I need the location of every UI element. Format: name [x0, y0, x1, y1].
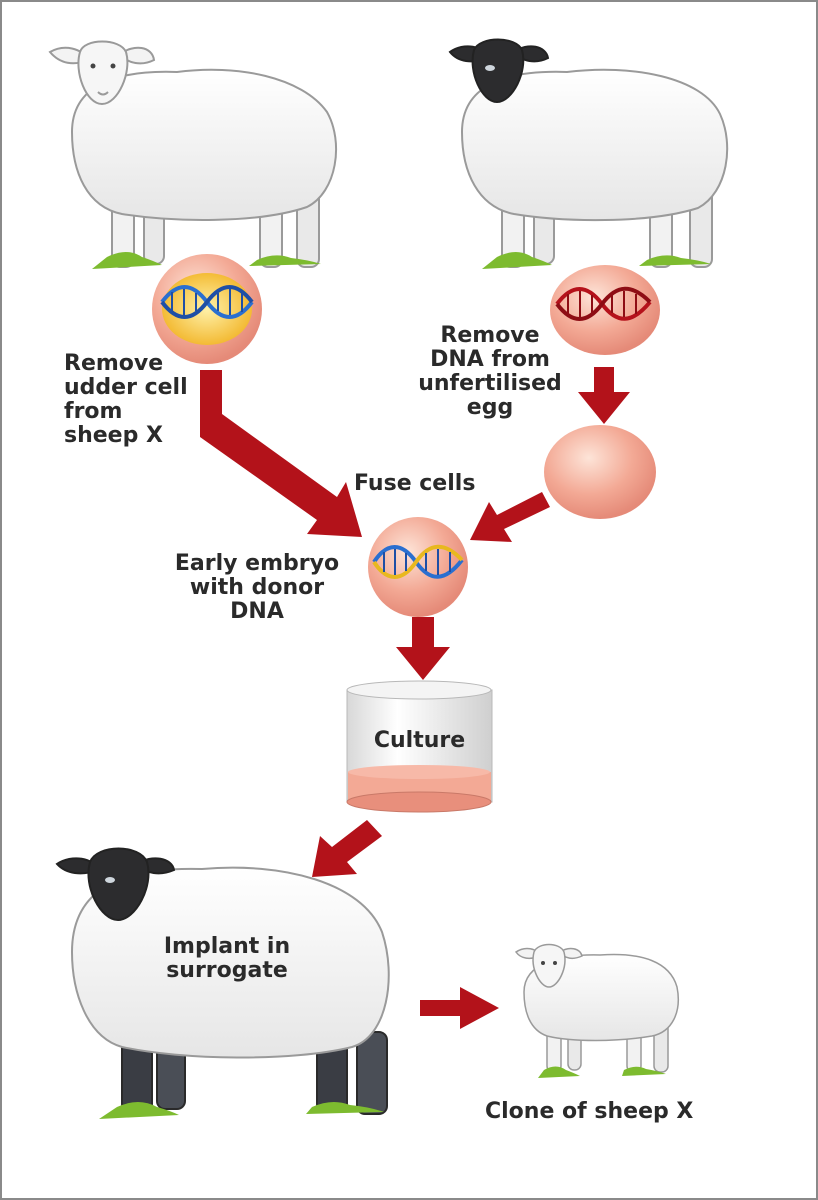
- arrow-surrogate-to-clone: [420, 987, 499, 1029]
- label-fuse-cells: Fuse cells: [354, 471, 476, 496]
- udder-cell: [152, 254, 262, 364]
- arrow-embryo-down: [396, 617, 450, 680]
- enucleated-egg: [544, 425, 656, 519]
- arrow-udder-to-embryo: [200, 370, 362, 537]
- egg-donor-sheep: [448, 38, 729, 269]
- arrow-egg-to-embryo: [470, 492, 550, 542]
- label-clone-of-sheep-x: Clone of sheep X: [485, 1099, 694, 1124]
- clone-sheep: [514, 943, 679, 1078]
- label-implant-surrogate: Implant in surrogate: [163, 934, 291, 983]
- surrogate-sheep: [55, 847, 390, 1119]
- label-early-embryo: Early embryo with donor DNA: [174, 551, 340, 624]
- arrows: [200, 367, 630, 1029]
- label-culture: Culture: [373, 728, 466, 753]
- early-embryo: [368, 517, 468, 617]
- arrow-culture-to-surrogate: [312, 820, 382, 877]
- label-remove-udder-cell: Remove udder cell from sheep X: [64, 351, 188, 448]
- label-remove-dna: Remove DNA from unfertilised egg: [418, 323, 562, 420]
- arrow-egg-down: [578, 367, 630, 424]
- culture-dish: [346, 680, 493, 813]
- unfertilised-egg: [550, 265, 660, 355]
- sheep-x: [48, 40, 338, 269]
